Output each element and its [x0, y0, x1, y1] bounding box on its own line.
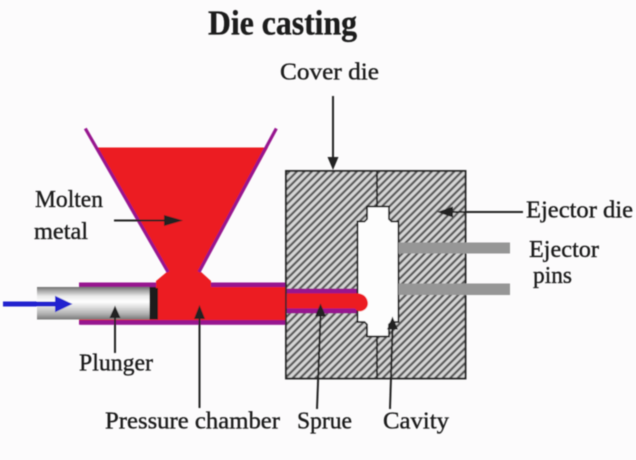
svg-text:Cavity: Cavity: [383, 409, 449, 435]
svg-text:pins: pins: [533, 263, 572, 289]
svg-text:Cover die: Cover die: [280, 60, 379, 86]
svg-text:Plunger: Plunger: [79, 351, 153, 377]
svg-text:Molten: Molten: [35, 187, 103, 213]
svg-text:metal: metal: [34, 219, 88, 245]
svg-text:Ejector: Ejector: [529, 237, 599, 263]
svg-text:Pressure chamber: Pressure chamber: [105, 409, 280, 435]
svg-text:Ejector die: Ejector die: [526, 198, 633, 224]
svg-text:Sprue: Sprue: [297, 409, 352, 435]
svg-text:Die casting: Die casting: [208, 4, 357, 43]
